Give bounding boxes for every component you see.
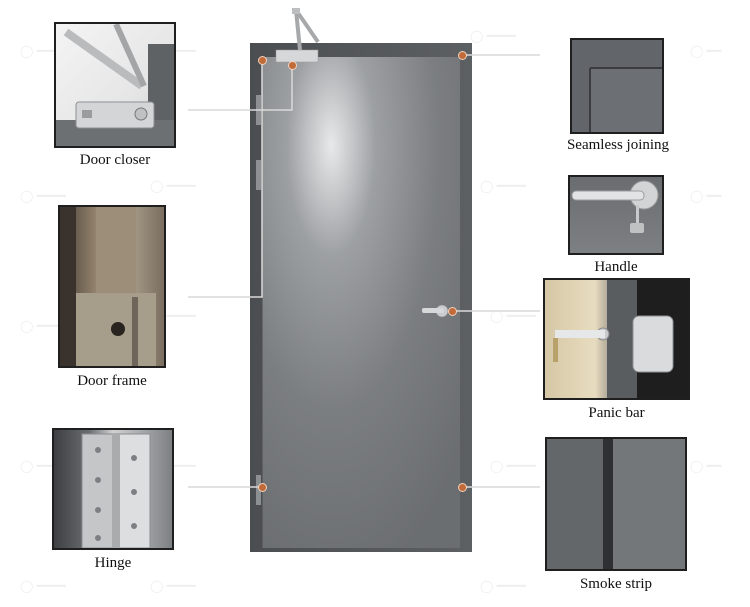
callout-dot-smoke: [458, 483, 467, 492]
panic-bar-photo: [543, 278, 690, 400]
door-closer-photo: [54, 22, 176, 148]
door-closer-label: Door closer: [79, 152, 151, 168]
hinge-label: Hinge: [94, 555, 132, 571]
handle-label: Handle: [594, 259, 638, 275]
seamless-joining-photo: [570, 38, 664, 134]
smoke-strip-label: Smoke strip: [579, 576, 653, 592]
seamless-joining-label: Seamless joining: [566, 137, 670, 153]
panic-bar-label: Panic bar: [588, 405, 645, 421]
smoke-strip-drawing: [547, 439, 685, 569]
callout-dot-seam: [458, 51, 467, 60]
door-handle: [422, 304, 449, 318]
callout-dot-frame: [258, 56, 267, 65]
callout-dot-handle: [448, 307, 457, 316]
door-leaf: [262, 57, 460, 548]
door-frame-drawing: [60, 207, 156, 366]
door-closer-drawing: [56, 24, 174, 146]
handle-drawing: [571, 180, 659, 233]
handle-photo: [568, 175, 664, 255]
panic-bar-drawing: [553, 280, 688, 398]
callout-dot-hinge: [258, 483, 267, 492]
hinge-photo: [52, 428, 174, 550]
door-closer: [275, 8, 320, 63]
door-frame-photo: [58, 205, 166, 368]
callout-dot-closer: [288, 61, 297, 70]
leader-lines: [188, 54, 540, 488]
door-frame-label: Door frame: [77, 373, 147, 389]
smoke-strip-photo: [545, 437, 687, 571]
seamless-joining-drawing: [572, 40, 662, 132]
hinge-middle: [256, 160, 261, 190]
hinge-drawing: [81, 433, 151, 548]
